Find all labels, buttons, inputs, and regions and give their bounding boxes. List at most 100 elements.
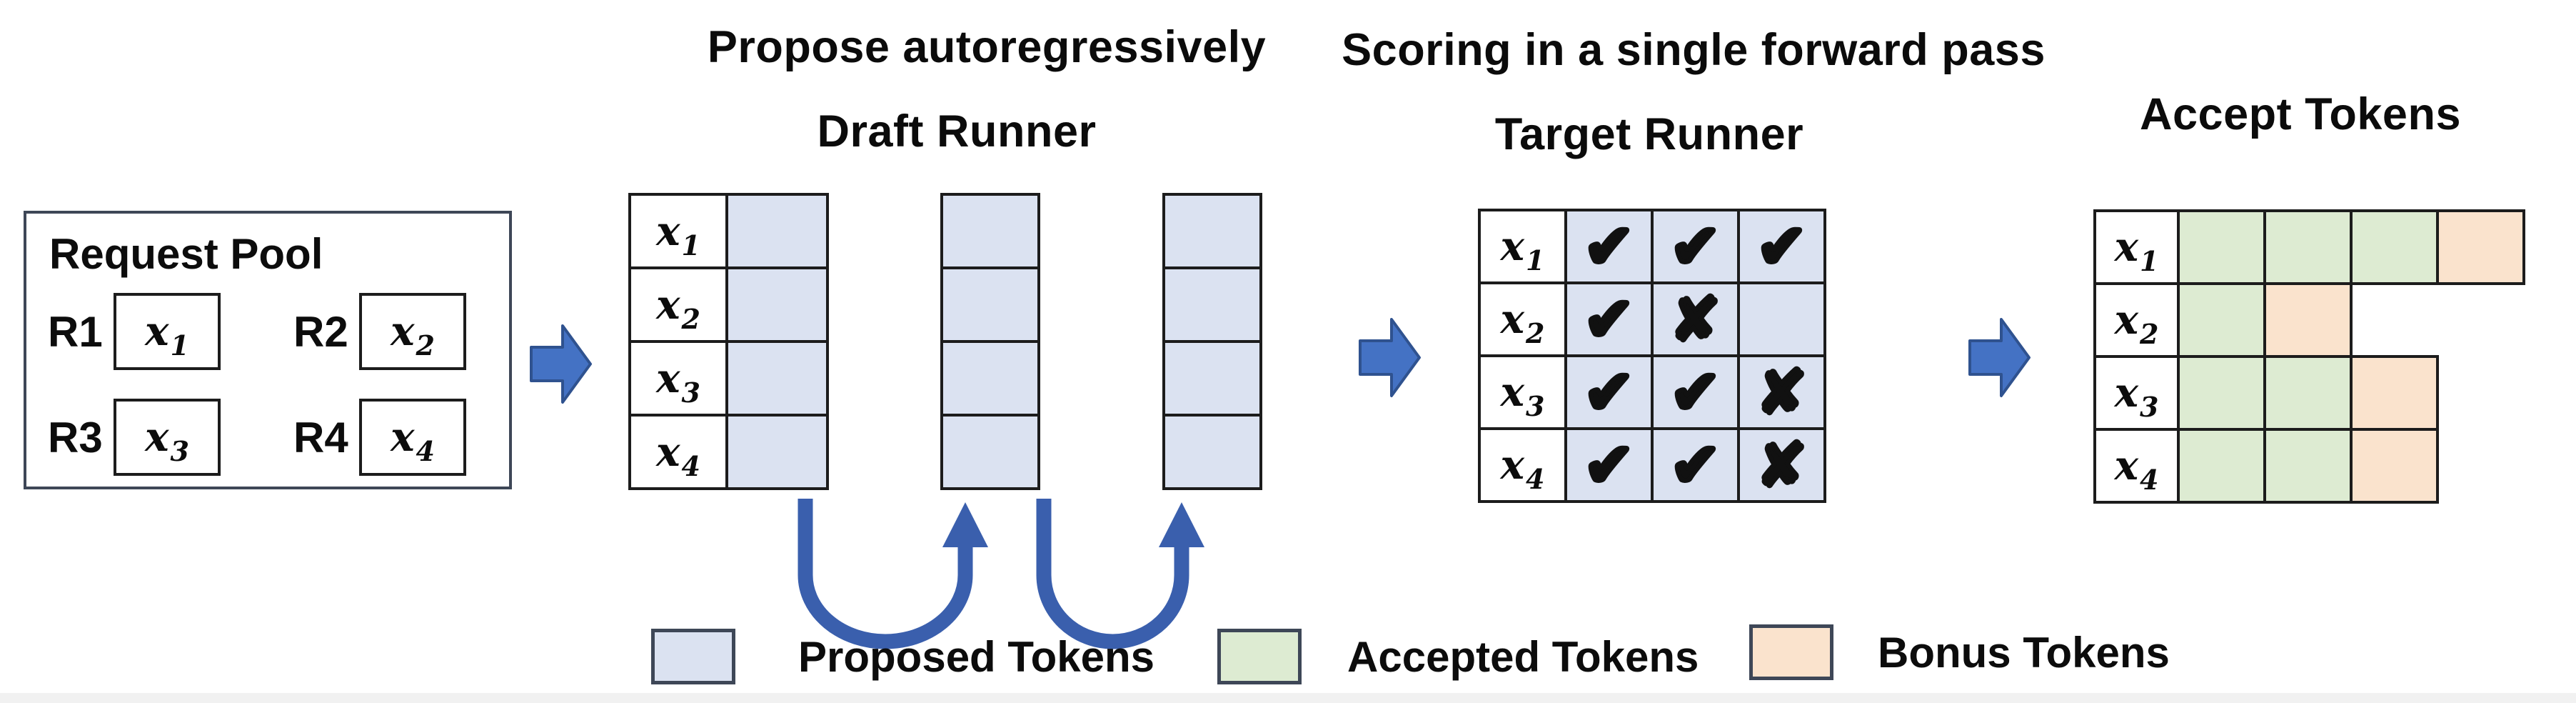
- bonus-token-cell: [2436, 209, 2525, 285]
- accepted-token-swatch: [1217, 629, 1302, 684]
- accepted-token-cell: [2263, 209, 2353, 285]
- flow-arrow-icon: [1359, 318, 1421, 397]
- title-scoring-single-forward-pass: Scoring in a single forward pass: [1342, 25, 2046, 75]
- bottom-edge-strip: [0, 693, 2576, 703]
- score-cell: ✔: [1564, 281, 1654, 357]
- accepted-token-cell: [2177, 428, 2266, 504]
- check-mark-icon: ✔: [1669, 432, 1721, 499]
- accepted-token-cell: [2350, 209, 2439, 285]
- score-cell: ✔: [1651, 209, 1740, 284]
- score-cell: ✔: [1564, 209, 1654, 284]
- check-mark-icon: ✔: [1582, 359, 1635, 426]
- legend-item-proposed: Proposed Tokens: [651, 629, 1154, 684]
- proposed-token-cell: [940, 414, 1040, 490]
- proposed-token-cell: [940, 266, 1040, 343]
- request-label: R4: [293, 413, 348, 462]
- accepted-token-cell: [2177, 355, 2266, 431]
- flow-arrow-icon: [1968, 318, 2031, 397]
- score-cell: ✔: [1651, 427, 1740, 503]
- score-cell: ✘: [1651, 281, 1740, 357]
- score-cell: ✔: [1564, 427, 1654, 503]
- bonus-token-cell: [2350, 355, 2439, 431]
- cross-mark-icon: ✘: [1755, 359, 1808, 426]
- bonus-token-cell: [2350, 428, 2439, 504]
- score-cell: ✔: [1564, 354, 1654, 430]
- draft-runner-step2-column: [940, 193, 1040, 490]
- cross-mark-icon: ✘: [1755, 432, 1808, 499]
- proposed-token-cell: [725, 340, 829, 417]
- score-cell: ✔: [1651, 354, 1740, 430]
- proposed-token-cell: [940, 340, 1040, 417]
- check-mark-icon: ✔: [1755, 213, 1808, 280]
- accepted-token-cell: [2263, 428, 2353, 504]
- proposed-token-cell: [725, 193, 829, 269]
- request-pool-title: Request Pool: [49, 230, 323, 278]
- accepted-token-cell: [2177, 209, 2266, 285]
- accepted-token-cell: [2177, 282, 2266, 358]
- cross-mark-icon: ✘: [1669, 286, 1721, 353]
- request-label: R3: [48, 413, 103, 462]
- legend-label: Proposed Tokens: [798, 632, 1154, 681]
- request-label: R2: [293, 307, 348, 356]
- legend-label: Accepted Tokens: [1347, 632, 1699, 681]
- score-cell-empty: [1737, 281, 1826, 357]
- draft-runner-step3-column: [1162, 193, 1262, 490]
- check-mark-icon: ✔: [1582, 432, 1635, 499]
- bonus-token-swatch: [1749, 624, 1833, 680]
- proposed-token-cell: [1162, 266, 1262, 343]
- proposed-token-cell: [1162, 414, 1262, 490]
- flow-arrow-icon: [530, 324, 592, 404]
- request-label: R1: [48, 307, 103, 356]
- proposed-token-cell: [725, 414, 829, 490]
- check-mark-icon: ✔: [1582, 213, 1635, 280]
- check-mark-icon: ✔: [1669, 359, 1721, 426]
- proposed-token-cell: [725, 266, 829, 343]
- subtitle-target-runner: Target Runner: [1494, 109, 1804, 159]
- score-cell: ✔: [1737, 209, 1826, 284]
- autoregressive-loop-arrow-icon: [798, 499, 1204, 649]
- check-mark-icon: ✔: [1669, 213, 1721, 280]
- check-mark-icon: ✔: [1582, 286, 1635, 353]
- bonus-token-cell: [2263, 282, 2353, 358]
- legend-item-bonus: Bonus Tokens: [1749, 624, 2170, 680]
- title-propose-autoregressively: Propose autoregressively: [707, 22, 1267, 72]
- proposed-token-cell: [1162, 193, 1262, 269]
- score-cell: ✘: [1737, 427, 1826, 503]
